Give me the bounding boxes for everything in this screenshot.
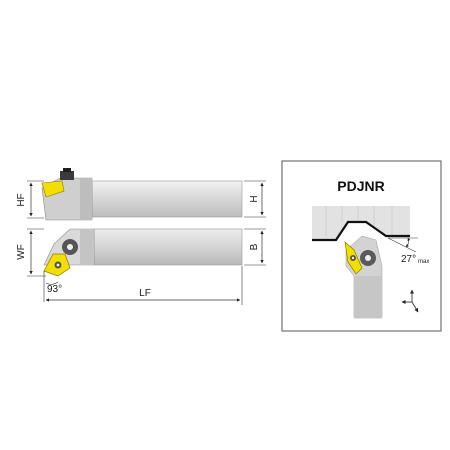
clamp-screw [63, 168, 71, 172]
approach-angle-sub: max [418, 259, 429, 265]
feed-direction-icon [401, 289, 419, 313]
h-label: H [249, 195, 260, 202]
detail-insert-hole-center [351, 256, 355, 260]
wf-label: WF [16, 244, 27, 260]
detail-clamp-center [365, 255, 371, 261]
detail-panel: PDJNR 27° max [281, 160, 442, 332]
head-side-shade [80, 178, 92, 220]
workpiece-profile [312, 220, 410, 242]
angle-arc [45, 281, 59, 285]
workpiece [312, 206, 410, 240]
side-view: HF H [16, 168, 266, 221]
top-view: WF B 93° LF [16, 228, 266, 305]
approach-line-2 [387, 237, 417, 253]
lf-label: LF [139, 288, 151, 299]
insert-hole-center [56, 263, 60, 267]
clamp-side [60, 171, 74, 180]
shank-side [91, 180, 243, 218]
approach-arc [405, 237, 411, 248]
clamp-top-center [67, 244, 73, 250]
shank-top [93, 228, 243, 266]
head-top-shade [80, 229, 94, 265]
detail-shank [354, 276, 382, 318]
detail-title: PDJNR [337, 178, 384, 194]
insert-side [41, 180, 65, 198]
approach-angle-label: 27° [401, 254, 416, 265]
b-label: B [249, 243, 260, 250]
angle-label: 93° [47, 284, 62, 295]
hf-label: HF [16, 193, 27, 206]
